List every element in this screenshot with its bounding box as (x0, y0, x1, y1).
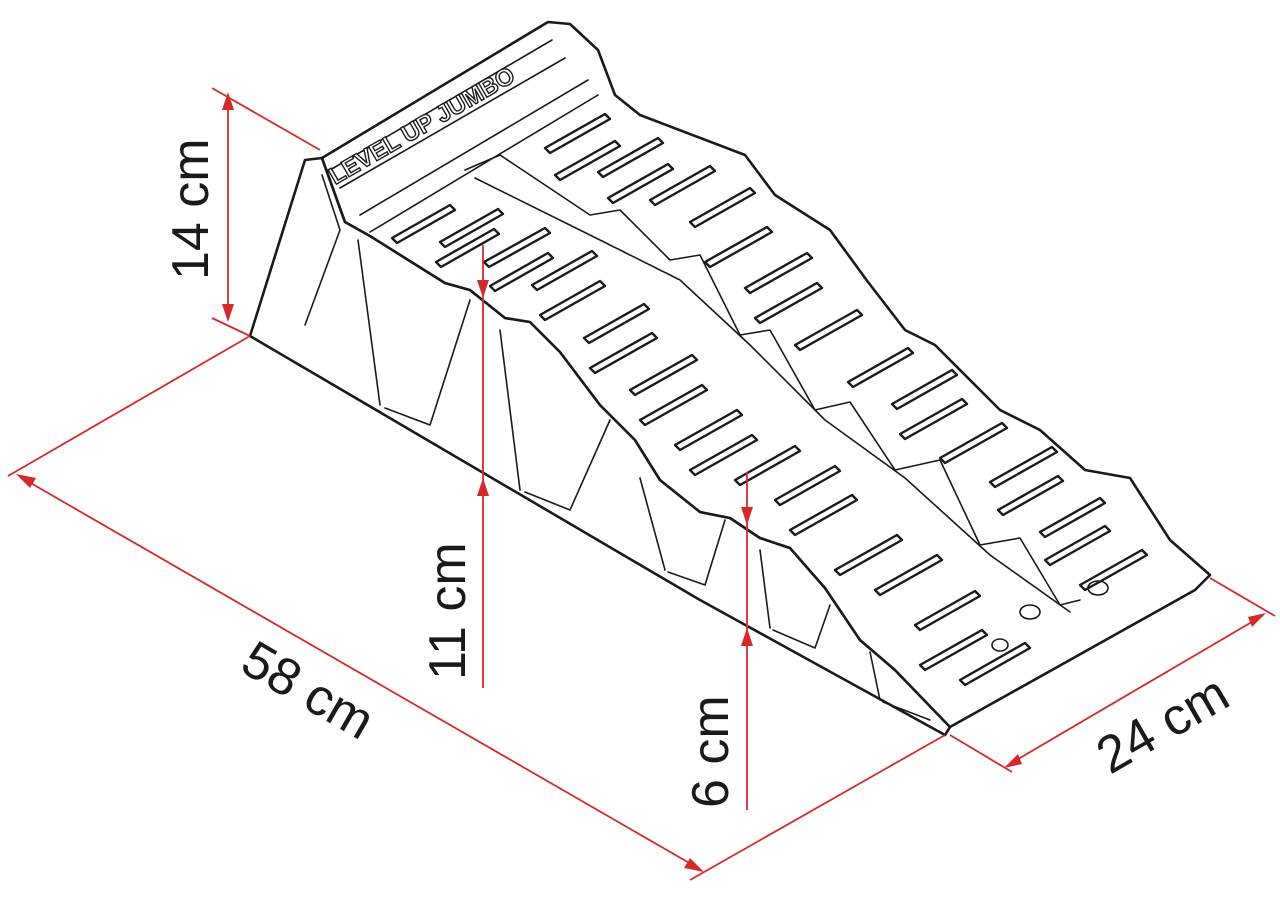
mount-hole (991, 638, 1009, 652)
ramp-top-surface (320, 20, 1212, 729)
label-width: 24 cm (1087, 664, 1239, 785)
tread-slots (390, 112, 1149, 687)
dimension-lines (7, 87, 1276, 881)
mount-hole (1087, 580, 1109, 596)
label-mid-height: 11 cm (419, 542, 477, 680)
length-58-line (21, 477, 699, 869)
width-24-line (1007, 615, 1263, 766)
brand-band (329, 39, 599, 233)
label-length: 58 cm (232, 630, 384, 751)
mount-hole (1019, 604, 1041, 620)
ramp-drawing: LEVEL UP JUMBO (248, 20, 1212, 737)
center-divider (464, 154, 1081, 606)
side-ribs (304, 174, 931, 721)
label-low-height: 6 cm (682, 695, 740, 808)
label-max-height: 14 cm (162, 138, 220, 280)
